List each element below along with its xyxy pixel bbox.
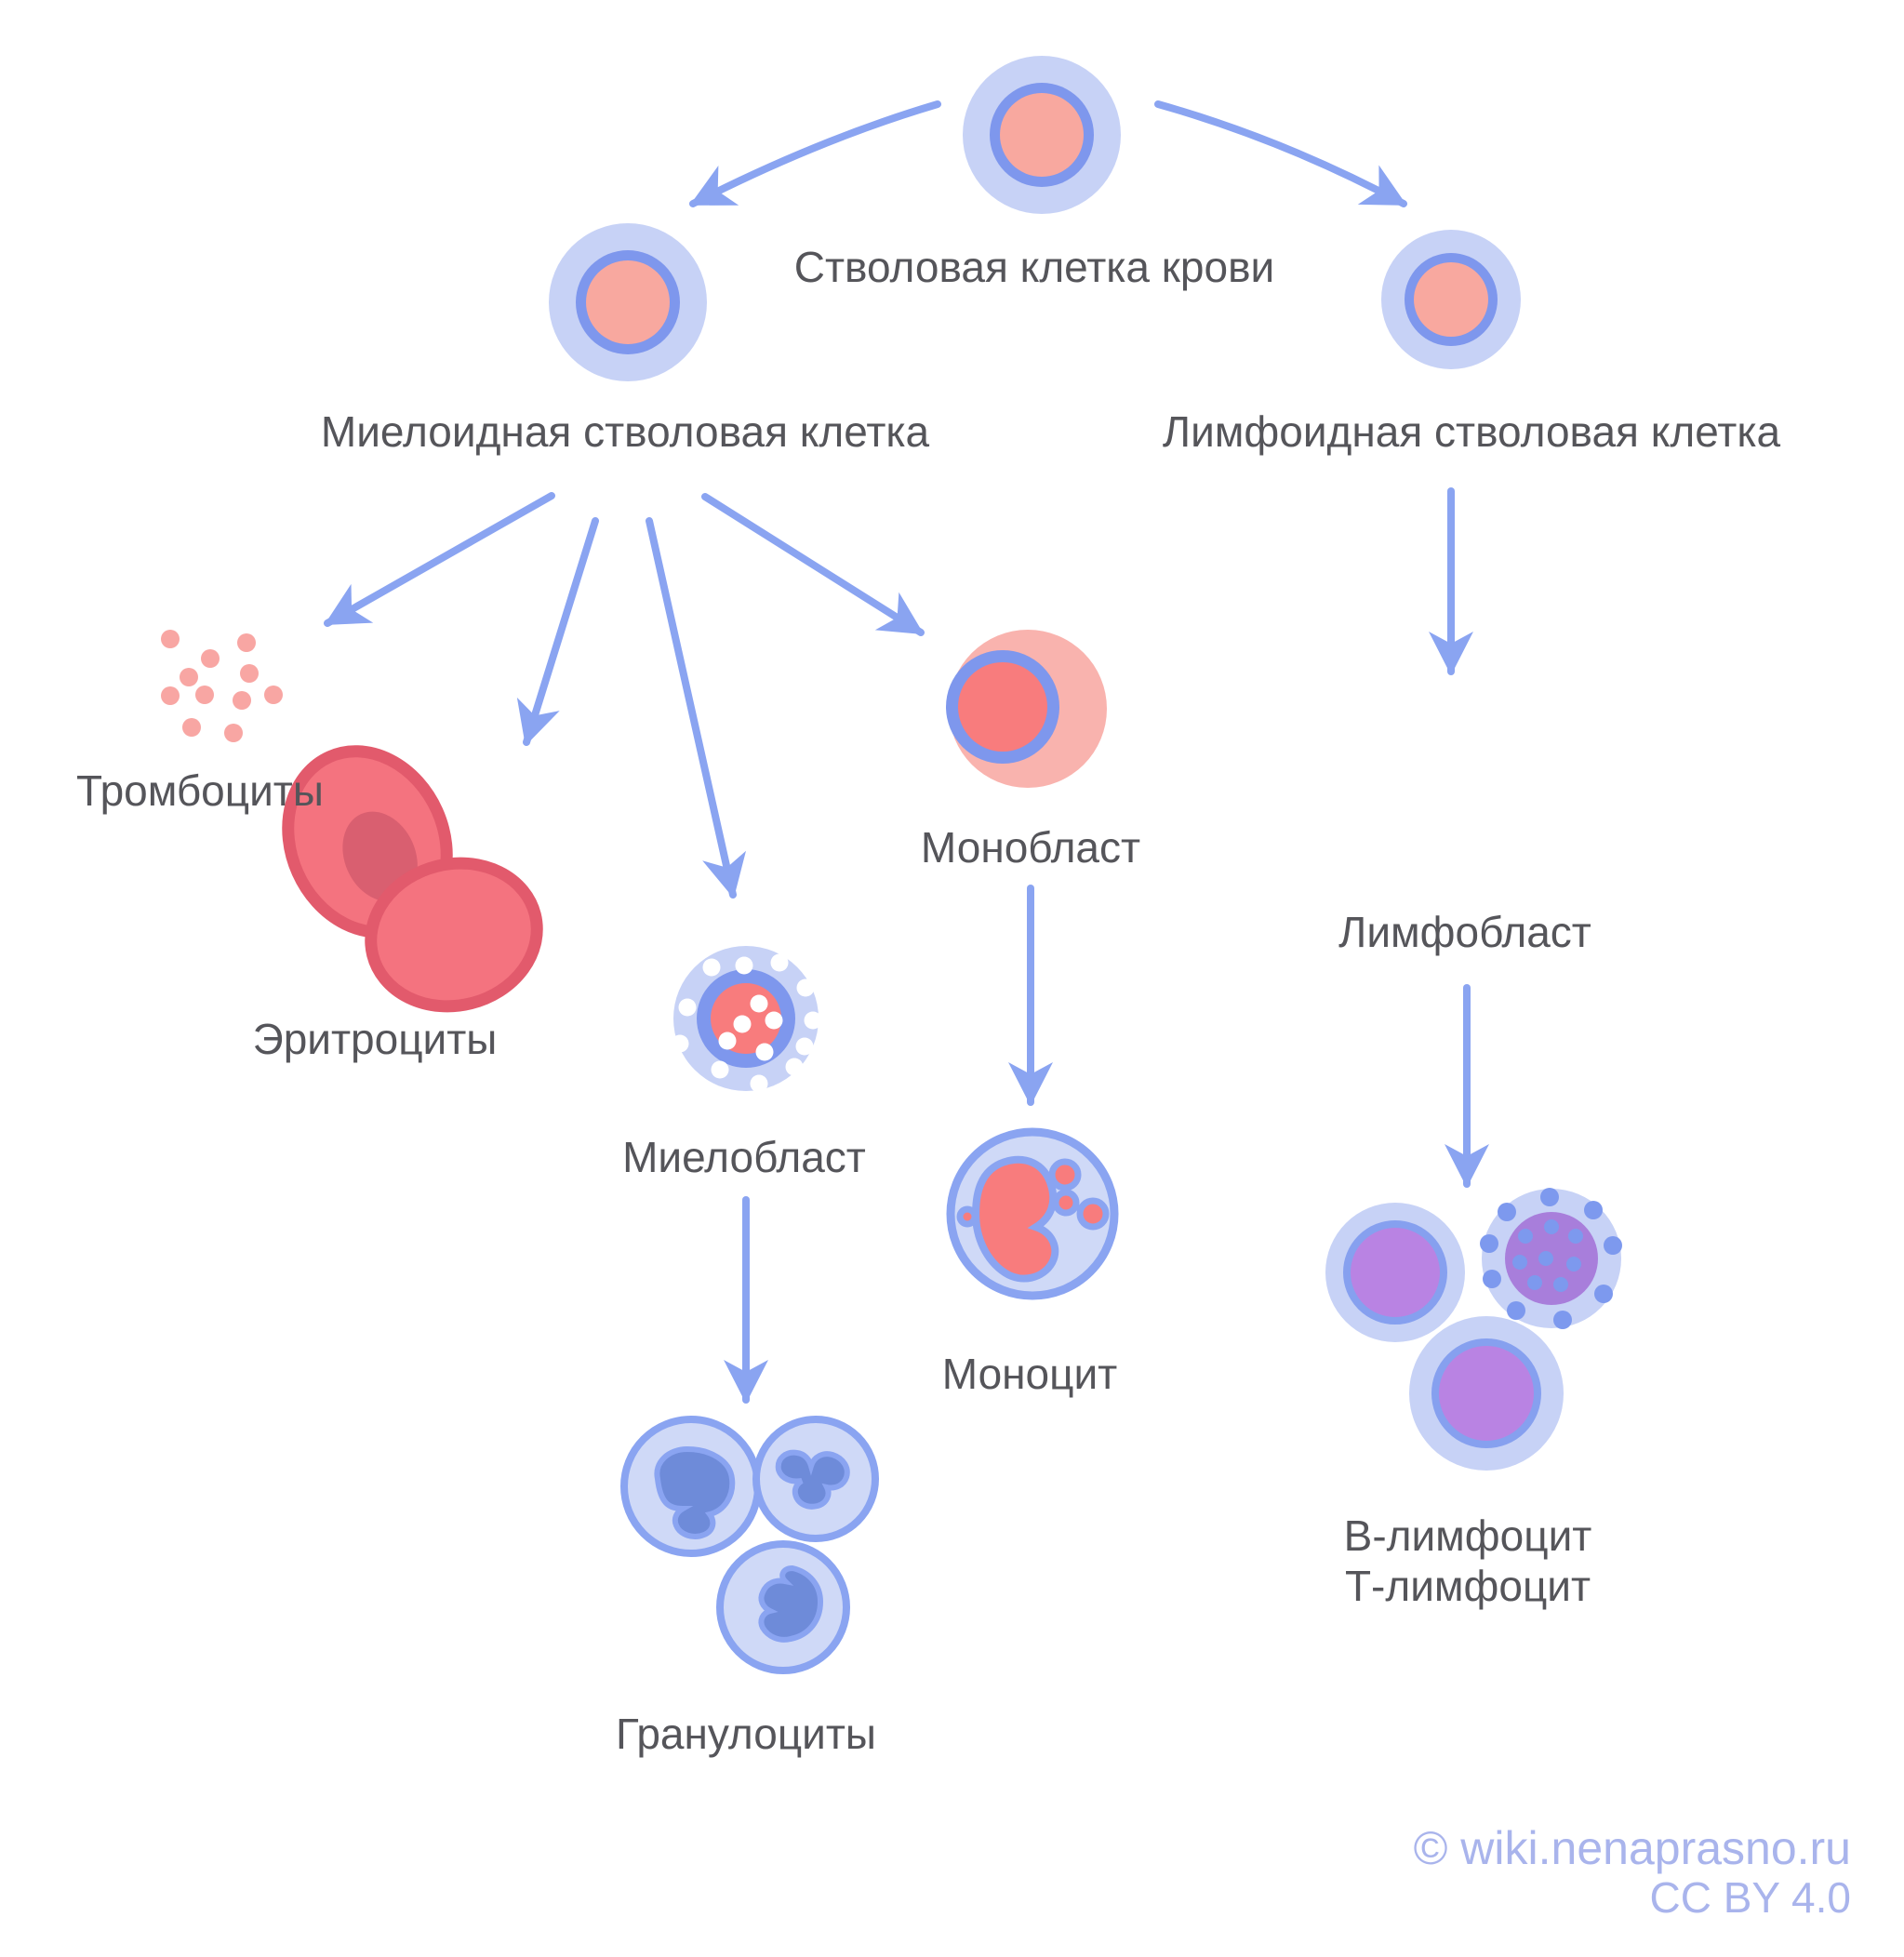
granulocytes-label: Гранулоциты: [616, 1710, 876, 1758]
lymphocyte-plain-left: [1325, 1203, 1465, 1342]
arrow-myeloid-to-myeloblast: [646, 517, 747, 899]
lymphocyte-plain-bottom: [1409, 1316, 1564, 1471]
monocyte: [946, 1127, 1119, 1300]
platelets: [161, 630, 283, 742]
edges: [324, 100, 1489, 1404]
lymphoblast-label: Лимфобласт: [1338, 908, 1591, 956]
b-lymphocyte-label: В-лимфоцит: [1344, 1511, 1592, 1560]
erythrocytes: [282, 745, 543, 1013]
monoblast: [946, 630, 1107, 788]
arrow-myeloid-to-platelets: [324, 492, 555, 627]
myeloid-stem-cell-label: Миелоидная стволовая клетка: [321, 407, 930, 456]
lymphocytes: [1325, 1188, 1622, 1471]
lymphoid-stem-cell: [1381, 230, 1521, 369]
stem-cell-label: Стволовая клетка крови: [794, 243, 1274, 291]
arrow-myeloid-to-monoblast: [701, 493, 925, 636]
t-lymphocyte-label: Т-лимфоцит: [1345, 1562, 1591, 1610]
myeloid-stem-cell: [549, 223, 707, 381]
monocyte-label: Моноцит: [942, 1350, 1118, 1398]
arrow-stem-to-myeloid: [689, 100, 941, 207]
granulocytes: [620, 1416, 879, 1674]
monocyte-granules: [956, 1158, 1110, 1231]
lymphocyte-nucleus-dots: [1512, 1219, 1583, 1292]
arrow-stem-to-lymphoid: [1154, 100, 1407, 207]
stem-cell: [963, 56, 1121, 214]
lymphocyte-receptor-dots: [1480, 1188, 1622, 1329]
myeloblast-label: Миелобласт: [622, 1133, 866, 1181]
lymphoid-stem-cell-label: Лимфоидная стволовая клетка: [1163, 407, 1781, 456]
monoblast-label: Монобласт: [921, 823, 1140, 872]
watermark-source: © wiki.nenaprasno.ru: [1414, 1822, 1851, 1874]
myeloblast: [671, 946, 822, 1093]
erythrocytes-label: Эритроциты: [253, 1015, 498, 1063]
myeloblast-granule-dots: [671, 953, 822, 1093]
lymphocyte-dotted: [1480, 1188, 1622, 1329]
platelets-label: Тромбоциты: [76, 766, 324, 815]
arrow-myeloid-to-erythrocytes: [516, 517, 599, 746]
watermark-license: CC BY 4.0: [1650, 1873, 1851, 1922]
